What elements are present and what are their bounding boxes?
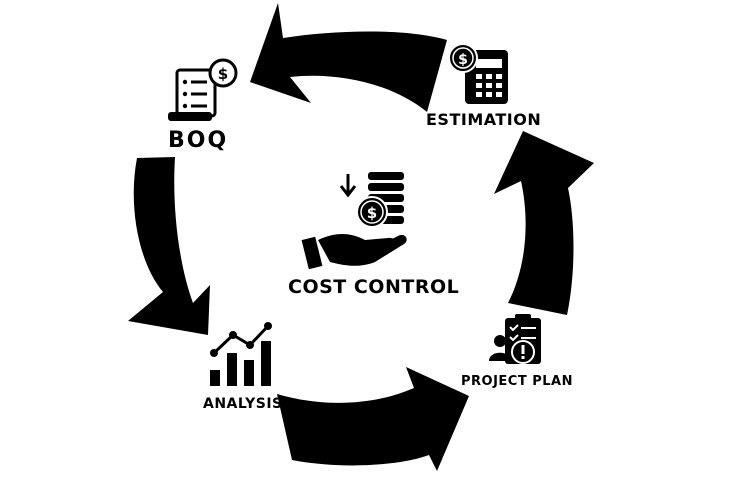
project-plan-label: PROJECT PLAN [461, 374, 573, 389]
arrow-boq-to-analysis [128, 157, 210, 335]
boq-label: BOQ [168, 128, 229, 153]
receipt-dollar-icon: $ [168, 58, 238, 121]
bar-chart-trend-icon [210, 322, 272, 386]
clipboard-checklist-person-icon [489, 314, 541, 364]
arrow-estimation-to-boq [250, 3, 447, 112]
svg-text:$: $ [367, 204, 377, 222]
calculator-dollar-icon: $ [448, 43, 508, 104]
analysis-label: ANALYSIS [203, 396, 283, 412]
estimation-label: ESTIMATION [426, 110, 542, 129]
arrow-analysis-to-project-plan [277, 367, 469, 471]
svg-text:$: $ [458, 52, 468, 68]
hand-coins-dollar-icon: $ [301, 172, 407, 270]
cost-control-label: COST CONTROL [288, 276, 460, 298]
arrow-project-plan-to-estimation [494, 131, 594, 315]
svg-text:$: $ [218, 65, 228, 83]
